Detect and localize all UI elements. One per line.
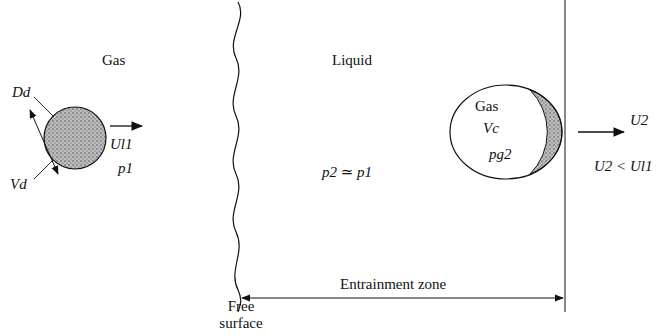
velocity-relation: U2 < Ul1 — [592, 158, 654, 175]
diameter-symbol: Dd — [10, 84, 32, 101]
free-surface-label: Free surface — [208, 298, 274, 332]
cavity-symbol: Vc — [483, 120, 499, 137]
dimension-arrow — [242, 298, 563, 299]
gas-cavity: GasVc pg2 — [449, 84, 563, 180]
cavity-symbol: pg2 — [489, 146, 512, 163]
zone-label: Entrainment zone — [338, 276, 448, 293]
liquid-drop — [44, 107, 106, 169]
region-label: Gas — [100, 52, 127, 69]
velocity-symbol: Ul1 — [108, 136, 135, 153]
cavity-outline — [449, 84, 563, 180]
diameter-dimension — [30, 110, 58, 174]
velocity-symbol: U2 — [628, 112, 650, 129]
region-label: Liquid — [330, 52, 374, 69]
pressure-symbol: p1 — [116, 160, 135, 177]
free-surface — [233, 2, 241, 312]
cavity-label: Gas — [475, 98, 498, 115]
volume-symbol: Vd — [8, 176, 29, 193]
reference-line — [565, 0, 566, 312]
pressure-symbol: p2 ≃ p1 — [320, 164, 374, 181]
